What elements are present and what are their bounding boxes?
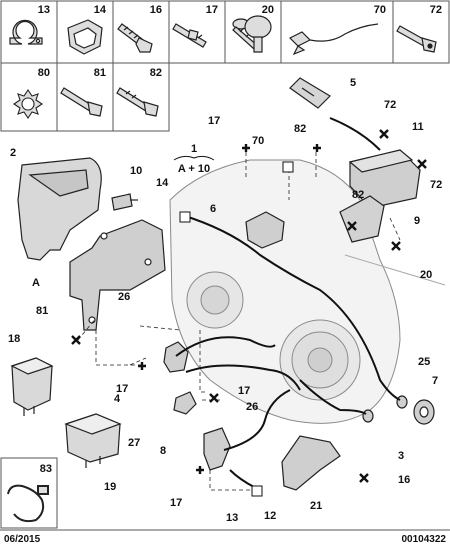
part-number: 20: [262, 4, 274, 16]
callout-label: 18: [8, 333, 20, 345]
fastener-markers: [71, 129, 427, 483]
callout-label: 82: [352, 189, 364, 201]
callout-label: 11: [412, 121, 424, 133]
footer-reference: 00104322: [402, 534, 447, 545]
side-parts-column: 80 81 82: [0, 62, 170, 132]
header-part-70[interactable]: 70: [288, 4, 386, 56]
cable-connector-icon: [288, 23, 379, 56]
stepped-bolt-icon: [116, 87, 159, 117]
side-part-80[interactable]: 80: [13, 67, 50, 119]
header-part-69[interactable]: 69: [244, 4, 272, 53]
cable-tie-detail[interactable]: 83: [0, 457, 58, 529]
callout-label: 2: [10, 147, 16, 159]
mounting-bracket[interactable]: [69, 219, 166, 331]
header-parts-strip: 13 14 16 17: [0, 0, 450, 64]
side-part-81[interactable]: 81: [60, 67, 106, 117]
callout-label: A: [32, 277, 40, 289]
output-shaft: [344, 254, 446, 286]
callout-label: 25: [418, 356, 430, 368]
callout-label: 12: [264, 510, 276, 522]
shift-actuator[interactable]: [245, 211, 285, 249]
header-part-72[interactable]: 72: [396, 4, 442, 53]
callout-label: 9: [414, 215, 420, 227]
part-number: 14: [94, 4, 107, 16]
callout-label: 82: [294, 123, 306, 135]
callout-label: 19: [104, 481, 116, 493]
control-unit[interactable]: [348, 149, 421, 209]
callout-label: 13: [226, 512, 238, 524]
callout-label: 8: [160, 445, 166, 457]
group-range: A + 10: [178, 163, 210, 175]
speed-sensor-left[interactable]: [163, 341, 189, 373]
header-part-13[interactable]: 13: [9, 4, 50, 45]
cable-clamp-icon: [9, 19, 43, 45]
heat-shield[interactable]: [17, 157, 102, 261]
selector-bracket[interactable]: [339, 195, 385, 243]
relay-module[interactable]: [10, 357, 54, 416]
part-number: 81: [94, 67, 106, 79]
socket-head-screw-icon: [396, 25, 437, 53]
relay-unit[interactable]: [64, 413, 122, 468]
sensor-8[interactable]: [173, 391, 197, 415]
callout-label: 3: [398, 450, 404, 462]
header-part-20[interactable]: 20: [232, 4, 274, 50]
callout-label: 72: [430, 179, 442, 191]
output-cap[interactable]: [396, 395, 435, 425]
callout-labels: 2 3 4 5 6 7 8 9 10 11 12 13 14 16 17 17 …: [8, 77, 442, 524]
stud-bolt-icon: [172, 23, 207, 48]
callout-label: 5: [350, 77, 356, 89]
push-rivet-icon: [244, 15, 272, 53]
part-number: 17: [206, 4, 218, 16]
part-number: 82: [150, 67, 162, 79]
connector-block[interactable]: [289, 77, 331, 109]
spring-clip-icon: [67, 19, 103, 55]
part-number: 80: [38, 67, 50, 79]
callout-label: 10: [130, 165, 142, 177]
part-number: 83: [40, 463, 52, 475]
footer-date: 06/2015: [4, 534, 41, 545]
callout-label: 26: [118, 291, 130, 303]
callout-label: 17: [116, 383, 128, 395]
callout-label: 16: [398, 474, 410, 486]
callout-label: 70: [252, 135, 264, 147]
seal-ring-3[interactable]: [362, 409, 374, 423]
side-part-82[interactable]: 82: [116, 67, 162, 117]
callout-label: 14: [156, 177, 169, 189]
star-washer-icon: [13, 89, 43, 119]
leader-lines: [77, 152, 401, 491]
wiring-harness: [175, 117, 401, 489]
callout-label: 7: [432, 375, 438, 387]
speed-sensor-bottom[interactable]: [203, 427, 231, 471]
part-number: 16: [150, 4, 162, 16]
callout-label: 72: [384, 99, 396, 111]
part-number: 70: [374, 4, 386, 16]
callout-label: 26: [246, 401, 258, 413]
cable-tie-icon: [7, 484, 49, 523]
header-part-16[interactable]: 16: [117, 4, 162, 53]
footer: 06/2015 00104322: [0, 529, 450, 545]
callout-label: 81: [36, 305, 48, 317]
callout-label: 27: [128, 437, 140, 449]
group-number: 1: [191, 143, 197, 155]
header-part-14[interactable]: 14: [67, 4, 107, 55]
part-number: 13: [38, 4, 50, 16]
callout-label: 21: [310, 500, 322, 512]
callout-label: 17: [170, 497, 182, 509]
header-part-17[interactable]: 17: [172, 4, 218, 48]
pipe-bracket[interactable]: [281, 435, 341, 491]
group-callout: 1 A + 10: [173, 143, 215, 175]
callout-label: 6: [210, 203, 216, 215]
square-markers: [179, 161, 294, 497]
callout-label: 17: [208, 115, 220, 127]
temperature-sensor[interactable]: [111, 193, 138, 211]
callout-label: 17: [238, 385, 250, 397]
callout-label: 4: [114, 393, 121, 405]
flange-bolt-icon: [117, 23, 153, 53]
part-number: 72: [430, 4, 442, 16]
hex-bolt-icon: [60, 87, 103, 117]
callout-label: 20: [420, 269, 432, 281]
